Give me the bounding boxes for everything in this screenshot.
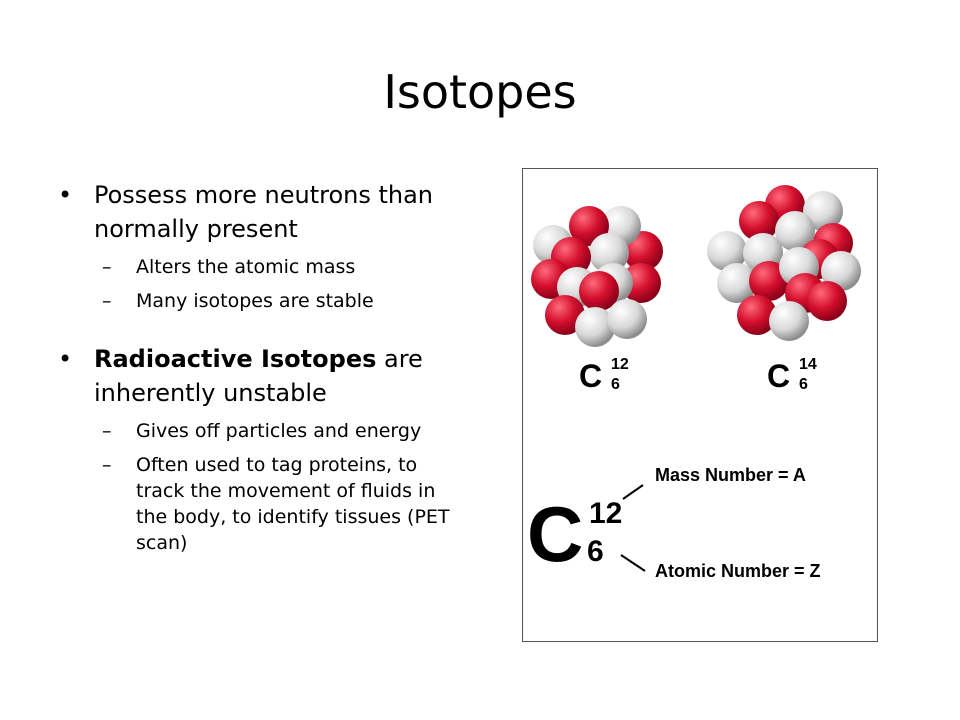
sub-bullet-atomic-mass: Alters the atomic mass [58, 254, 468, 280]
isotope-figure: C 12 6 C 14 6 C 12 6 Mass Number = A Ato… [522, 168, 878, 642]
notation-atomic-number: 6 [587, 535, 604, 568]
notation-mass-number: 12 [589, 497, 622, 530]
sub-bullet-stable: Many isotopes are stable [58, 288, 468, 314]
bullet-radioactive: Radioactive Isotopes are inherently unst… [58, 342, 468, 410]
atomic-pointer-line [620, 554, 646, 572]
carbon-12-nucleus [531, 206, 663, 347]
mass-pointer-line [622, 484, 644, 500]
mass-number-label: Mass Number = A [655, 465, 806, 485]
c14-atomic-number: 6 [799, 376, 808, 393]
c12-symbol: C [579, 358, 602, 394]
atomic-number-label: Atomic Number = Z [655, 561, 821, 581]
sub-bullet-particles: Gives off particles and energy [58, 418, 468, 444]
carbon-14-nucleus [707, 185, 861, 341]
sub-bullet-uses: Often used to tag proteins, to track the… [58, 452, 468, 556]
bullet-list: Possess more neutrons than normally pres… [58, 178, 468, 556]
notation-symbol: C [527, 490, 583, 578]
c14-symbol: C [767, 358, 790, 394]
c12-mass-number: 12 [611, 356, 629, 373]
isotope-diagram: C 12 6 C 14 6 C 12 6 Mass Number = A Ato… [527, 185, 861, 581]
c14-mass-number: 14 [799, 356, 817, 373]
slide-title: Isotopes [383, 65, 577, 119]
c12-atomic-number: 6 [611, 376, 620, 393]
radioactive-isotopes-term: Radioactive Isotopes [94, 345, 377, 373]
bullet-neutrons: Possess more neutrons than normally pres… [58, 178, 468, 246]
radioactive-rest-text: are inherently unstable [94, 345, 423, 407]
